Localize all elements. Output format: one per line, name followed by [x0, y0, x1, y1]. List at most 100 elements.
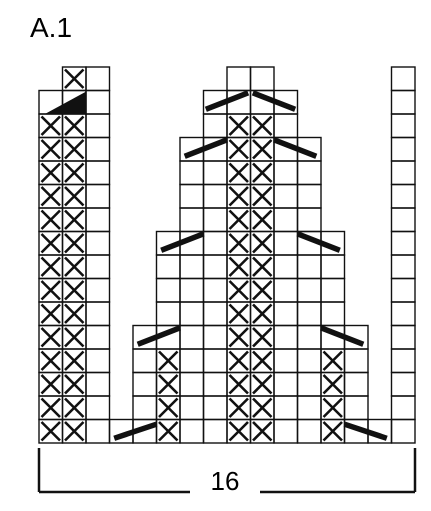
- x-stroke: [158, 421, 179, 442]
- grid-cell: [390, 395, 416, 421]
- x-stroke: [40, 115, 61, 136]
- x-stroke: [40, 209, 61, 230]
- grid-cell: [296, 348, 322, 374]
- grid-cell: [390, 136, 416, 162]
- x-symbol: [158, 421, 179, 442]
- x-symbol: [40, 186, 61, 207]
- grid-cell: [273, 207, 299, 233]
- grid-cell: [85, 207, 111, 233]
- x-symbol: [64, 280, 85, 301]
- grid-cell: [202, 371, 228, 397]
- x-stroke: [40, 280, 61, 301]
- grid-cell: [179, 395, 205, 421]
- x-stroke: [40, 421, 61, 442]
- grid-cell: [390, 160, 416, 186]
- x-stroke: [40, 327, 61, 348]
- x-stroke: [64, 374, 85, 395]
- x-stroke: [64, 397, 85, 418]
- grid-cell: [85, 230, 111, 256]
- x-stroke: [40, 303, 61, 324]
- grid-cell: [390, 207, 416, 233]
- x-symbol: [40, 256, 61, 277]
- x-stroke: [228, 421, 249, 442]
- x-stroke: [64, 139, 85, 160]
- grid-cell: [273, 113, 299, 139]
- x-symbol: [228, 209, 249, 230]
- x-symbol: [40, 233, 61, 254]
- x-stroke: [64, 303, 85, 324]
- x-stroke: [64, 162, 85, 183]
- x-stroke: [228, 303, 249, 324]
- x-stroke: [228, 139, 249, 160]
- x-stroke: [228, 374, 249, 395]
- x-stroke: [228, 256, 249, 277]
- diagonal-bar-symbol: [136, 325, 181, 347]
- grid-cell: [85, 254, 111, 280]
- grid-cell: [179, 254, 205, 280]
- x-symbol: [252, 139, 273, 160]
- grid-cell: [179, 371, 205, 397]
- x-symbol: [252, 303, 273, 324]
- grid-cell: [390, 418, 416, 444]
- x-stroke: [228, 115, 249, 136]
- grid-cell: [273, 301, 299, 327]
- grid-cell: [273, 324, 299, 350]
- x-symbol: [228, 374, 249, 395]
- x-stroke: [322, 397, 343, 418]
- x-stroke: [252, 397, 273, 418]
- x-symbol: [252, 233, 273, 254]
- x-symbol: [64, 350, 85, 371]
- x-symbol: [228, 233, 249, 254]
- x-stroke: [252, 350, 273, 371]
- x-stroke: [228, 186, 249, 207]
- grid-cell: [202, 418, 228, 444]
- grid-cell: [343, 348, 369, 374]
- diagonal-bar-symbol: [320, 325, 365, 347]
- x-stroke: [40, 256, 61, 277]
- grid-cell: [390, 89, 416, 115]
- x-symbol: [40, 374, 61, 395]
- x-stroke: [228, 209, 249, 230]
- x-symbol: [228, 397, 249, 418]
- grid-cell: [343, 395, 369, 421]
- grid-cell: [320, 254, 346, 280]
- grid-cell: [202, 207, 228, 233]
- grid-cell: [390, 113, 416, 139]
- grid-cell: [179, 160, 205, 186]
- x-stroke: [252, 421, 273, 442]
- grid-cell: [85, 277, 111, 303]
- x-symbol: [228, 350, 249, 371]
- x-stroke: [252, 209, 273, 230]
- x-stroke: [40, 162, 61, 183]
- x-symbol: [252, 209, 273, 230]
- x-stroke: [252, 374, 273, 395]
- width-label: 16: [190, 465, 260, 497]
- grid-cell: [179, 324, 205, 350]
- x-symbol: [40, 280, 61, 301]
- grid-cell: [320, 277, 346, 303]
- grid-cell: [296, 324, 322, 350]
- grid-cell: [155, 254, 181, 280]
- x-symbol: [252, 162, 273, 183]
- grid-cell: [296, 160, 322, 186]
- x-symbol: [40, 327, 61, 348]
- x-stroke: [322, 350, 343, 371]
- x-stroke: [252, 280, 273, 301]
- x-symbol: [228, 139, 249, 160]
- x-symbol: [64, 256, 85, 277]
- x-symbol: [228, 327, 249, 348]
- diagonal-bar-symbol: [296, 231, 341, 253]
- x-stroke: [64, 209, 85, 230]
- grid-cell: [132, 371, 158, 397]
- x-symbol: [252, 280, 273, 301]
- grid-cell: [202, 254, 228, 280]
- x-symbol: [252, 374, 273, 395]
- x-stroke: [252, 186, 273, 207]
- grid-cell: [85, 395, 111, 421]
- grid-cell: [296, 207, 322, 233]
- x-stroke: [158, 374, 179, 395]
- grid-cell: [202, 348, 228, 374]
- x-stroke: [64, 350, 85, 371]
- cross-symbols: [40, 68, 343, 442]
